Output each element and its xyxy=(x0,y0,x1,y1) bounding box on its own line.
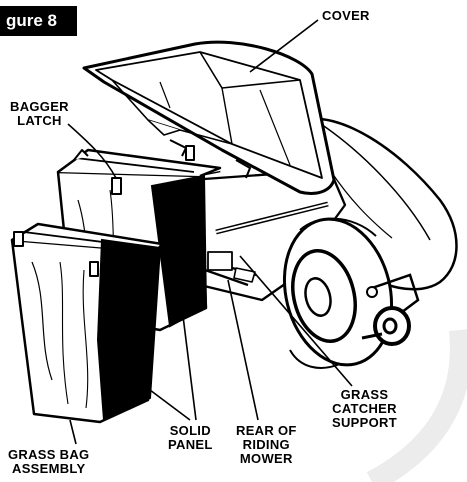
label-grass-catcher-support: GRASS CATCHER SUPPORT xyxy=(332,388,397,430)
label-cover-text: COVER xyxy=(322,8,370,23)
label-gba-line1: GRASS BAG xyxy=(8,447,90,462)
solid-panel-rear xyxy=(150,174,208,328)
leader-grass-bag-assembly xyxy=(69,419,77,445)
leader-cover xyxy=(249,19,319,73)
label-solid-panel-line2: PANEL xyxy=(168,437,213,452)
label-bagger-latch-line2: LATCH xyxy=(17,113,62,128)
label-rear-line1: REAR OF xyxy=(236,423,297,438)
label-solid-panel-line1: SOLID xyxy=(169,423,211,438)
label-rear-of-riding-mower: REAR OF RIDING MOWER xyxy=(236,424,297,466)
leader-solid-panel-2 xyxy=(181,307,197,421)
caster-wheel xyxy=(361,273,420,346)
label-gcs-line3: SUPPORT xyxy=(332,415,397,430)
lid-outer xyxy=(82,40,336,195)
label-gcs-line2: CATCHER xyxy=(332,401,397,416)
leader-rear-of-mower xyxy=(227,279,259,421)
label-grass-bag-assembly: GRASS BAG ASSEMBLY xyxy=(8,448,89,476)
solid-panel-front xyxy=(96,238,162,422)
label-gba-line2: ASSEMBLY xyxy=(12,461,86,476)
label-solid-panel: SOLID PANEL xyxy=(168,424,213,452)
leader-lines xyxy=(67,19,353,445)
label-cover: COVER xyxy=(322,9,370,23)
lid xyxy=(82,40,336,195)
leader-grass-catcher-support xyxy=(239,255,353,387)
background-arc xyxy=(366,329,467,482)
label-gcs-line1: GRASS xyxy=(340,387,389,402)
figure-number-tag: gure 8 xyxy=(0,6,77,36)
label-bagger-latch: BAGGER LATCH xyxy=(10,100,69,128)
label-bagger-latch-line1: BAGGER xyxy=(10,99,69,114)
leader-solid-panel xyxy=(149,389,191,421)
label-rear-line3: MOWER xyxy=(239,451,293,466)
leader-bagger-latch xyxy=(67,123,117,179)
label-rear-line2: RIDING xyxy=(242,437,290,452)
rear-wheel xyxy=(282,217,394,369)
